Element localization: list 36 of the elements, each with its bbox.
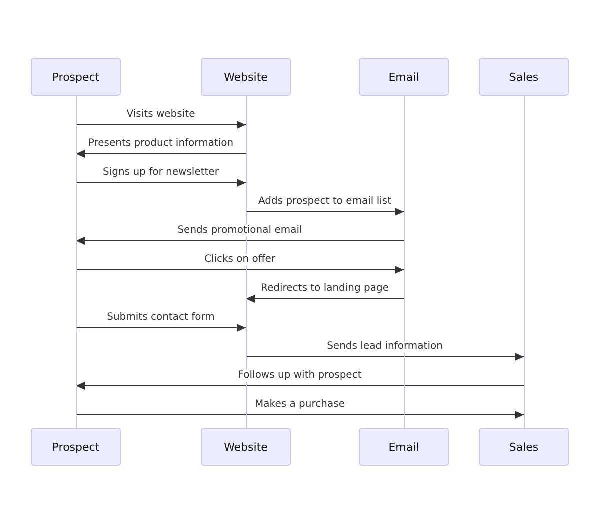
participant-box	[479, 428, 569, 466]
message-arrow	[76, 382, 524, 390]
message-arrow	[76, 266, 404, 274]
message-arrow	[76, 324, 246, 332]
participant-name: Website	[224, 440, 268, 454]
message-arrow	[246, 208, 404, 216]
message-arrow	[76, 237, 404, 245]
participant-box	[359, 428, 449, 466]
participant-name: Website	[224, 70, 268, 84]
message-label: Sends lead information	[325, 341, 445, 353]
participant-name: Email	[388, 70, 420, 84]
message-arrow	[246, 353, 524, 361]
message-label: Makes a purchase	[253, 399, 347, 411]
participant-box	[479, 58, 569, 96]
message-arrow	[76, 121, 246, 129]
message-label: Adds prospect to email list	[256, 196, 394, 208]
participant-box	[31, 428, 121, 466]
message-label: Redirects to landing page	[258, 283, 392, 295]
participant-name: Prospect	[52, 70, 100, 84]
message-label: Presents product information	[86, 138, 236, 150]
participant-box	[359, 58, 449, 96]
message-arrow	[246, 295, 404, 303]
message-label: Clicks on offer	[202, 254, 278, 266]
participant-name: Sales	[509, 70, 539, 84]
participant-box	[201, 428, 291, 466]
participant-name: Email	[388, 440, 420, 454]
participant-name: Prospect	[52, 440, 100, 454]
message-arrow	[76, 150, 246, 158]
message-arrow	[76, 411, 524, 419]
message-label: Signs up for newsletter	[101, 167, 221, 179]
participant-name: Sales	[509, 440, 539, 454]
message-label: Sends promotional email	[176, 225, 304, 237]
message-arrow	[76, 179, 246, 187]
participant-box	[31, 58, 121, 96]
participant-box	[201, 58, 291, 96]
message-label: Follows up with prospect	[236, 370, 364, 382]
